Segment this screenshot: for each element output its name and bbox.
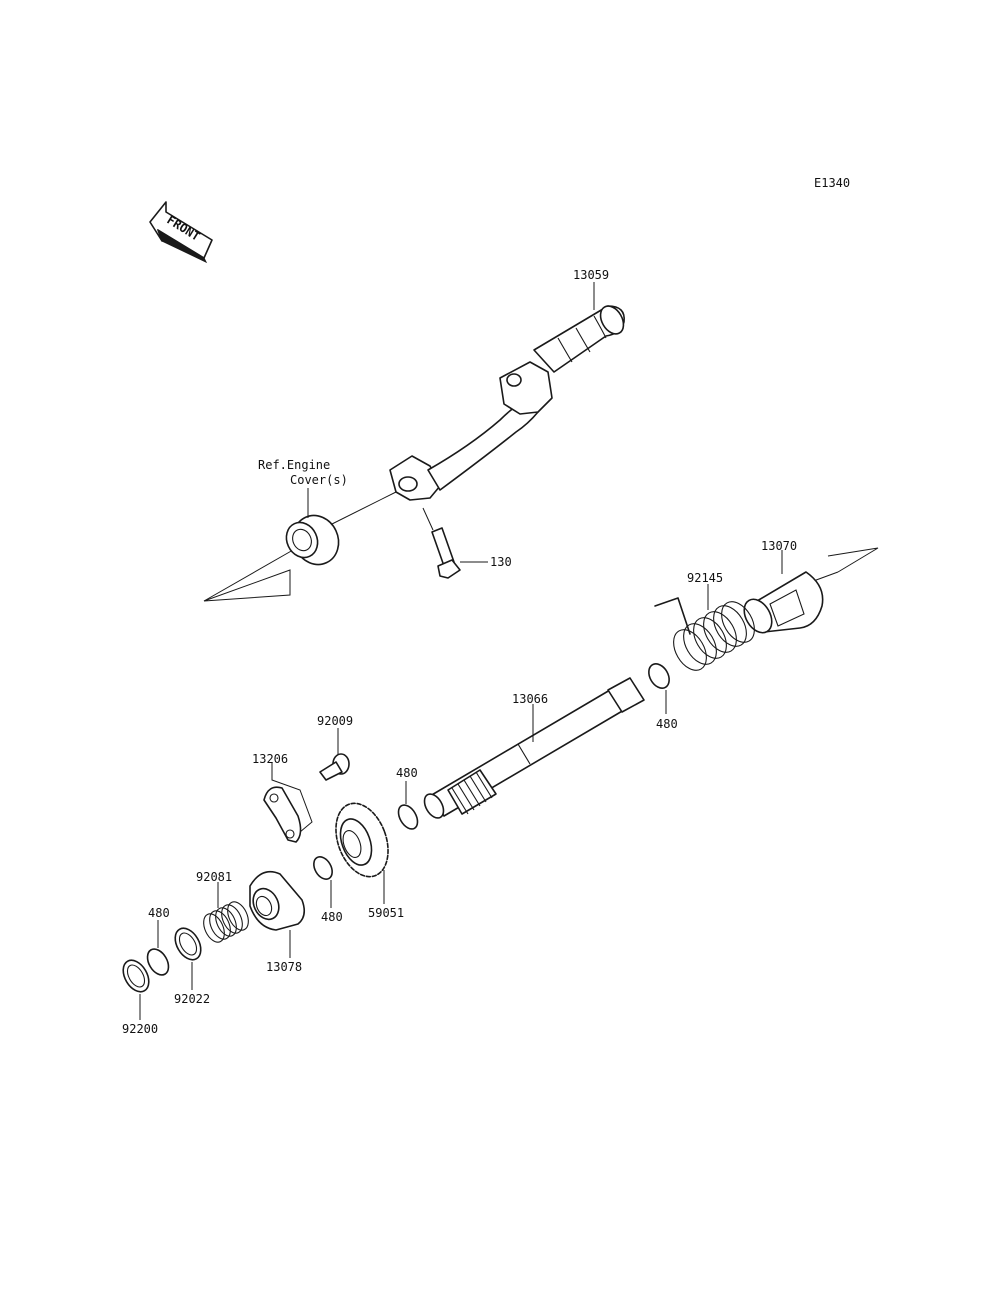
washer: [174, 927, 202, 961]
front-arrow-icon: FRONT: [149, 201, 213, 264]
guide-plate: [263, 786, 302, 843]
label-92009: 92009: [317, 714, 353, 728]
bolt: [431, 527, 461, 579]
circlip-shaft-right: [648, 663, 670, 689]
label-92022: 92022: [174, 992, 210, 1006]
label-130: 130: [490, 555, 512, 569]
label-92200: 92200: [122, 1022, 158, 1036]
label-13059: 13059: [573, 268, 609, 282]
label-92145: 92145: [687, 571, 723, 585]
shim: [122, 959, 150, 993]
stopper-guide: [743, 571, 824, 634]
label-480-end: 480: [148, 906, 170, 920]
label-59051: 59051: [368, 906, 404, 920]
diagram-code: E1340: [814, 176, 850, 190]
circlip-shaft-left: [397, 804, 419, 830]
circlip-end: [146, 948, 170, 976]
label-13206: 13206: [252, 752, 288, 766]
screw: [319, 753, 350, 781]
return-spring: [654, 597, 755, 671]
circlip-gear: [313, 856, 333, 880]
kick-gear: [335, 802, 389, 878]
ref-label-line1: Ref.Engine: [258, 458, 330, 472]
label-480-gear: 480: [321, 910, 343, 924]
label-92081: 92081: [196, 870, 232, 884]
spring: [203, 901, 249, 943]
label-480-right: 480: [656, 717, 678, 731]
oil-seal: [285, 514, 340, 566]
label-480-left: 480: [396, 766, 418, 780]
ratchet-gear: [249, 870, 306, 931]
ref-label-line2: Cover(s): [290, 473, 348, 487]
label-13066: 13066: [512, 692, 548, 706]
label-13078: 13078: [266, 960, 302, 974]
kick-shaft: [423, 677, 645, 819]
label-13070: 13070: [761, 539, 797, 553]
bolt-axis: [422, 507, 434, 531]
leader-13206: [271, 762, 313, 833]
kick-pedal: [389, 305, 625, 501]
